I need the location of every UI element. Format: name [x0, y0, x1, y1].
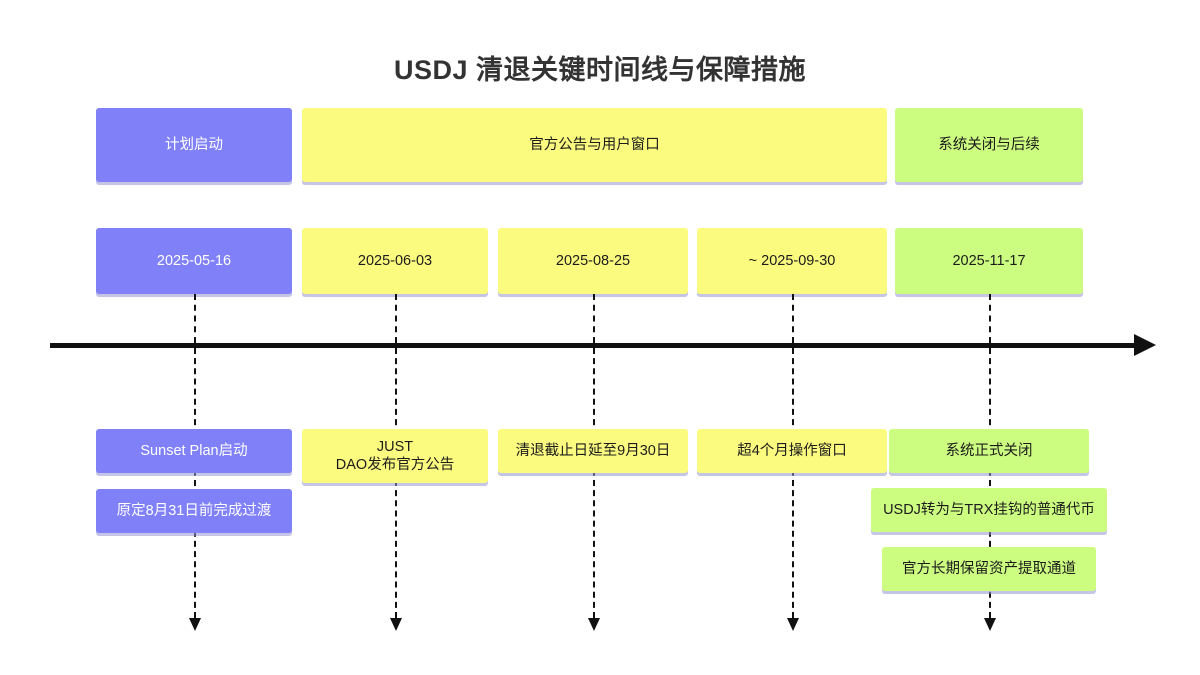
event-box-usdj-to-trx: USDJ转为与TRX挂钩的普通代币 — [871, 488, 1107, 532]
date-box-2025-11-17: 2025-11-17 — [895, 228, 1083, 294]
event-box-sunset-plan: Sunset Plan启动 — [96, 429, 292, 473]
connector-upper-2 — [395, 294, 397, 343]
connector-lower-1 — [194, 348, 196, 618]
page-title: USDJ 清退关键时间线与保障措施 — [393, 55, 807, 85]
connector-arrow-3 — [588, 618, 600, 631]
date-box-2025-06-03: 2025-06-03 — [302, 228, 488, 294]
connector-arrow-1 — [189, 618, 201, 631]
event-box-withdrawal-channel: 官方长期保留资产提取通道 — [882, 547, 1096, 591]
connector-arrow-4 — [787, 618, 799, 631]
date-box-2025-08-25: 2025-08-25 — [498, 228, 688, 294]
connector-lower-3 — [593, 348, 595, 618]
connector-arrow-5 — [984, 618, 996, 631]
event-box-deadline-extended: 清退截止日延至9月30日 — [498, 429, 688, 473]
connector-lower-2 — [395, 348, 397, 618]
phase-band-announcement: 官方公告与用户窗口 — [302, 108, 887, 182]
phase-band-planning: 计划启动 — [96, 108, 292, 182]
connector-upper-5 — [989, 294, 991, 343]
event-box-operation-window: 超4个月操作窗口 — [697, 429, 887, 473]
connector-upper-4 — [792, 294, 794, 343]
connector-upper-1 — [194, 294, 196, 343]
event-box-original-deadline: 原定8月31日前完成过渡 — [96, 489, 292, 533]
date-box-2025-05-16: 2025-05-16 — [96, 228, 292, 294]
date-box-2025-09-30: ~ 2025-09-30 — [697, 228, 887, 294]
connector-lower-5 — [989, 348, 991, 618]
event-box-system-shutdown: 系统正式关闭 — [889, 429, 1089, 473]
connector-arrow-2 — [390, 618, 402, 631]
connector-lower-4 — [792, 348, 794, 618]
timeline-axis-arrow-icon — [1134, 334, 1156, 356]
phase-band-shutdown: 系统关闭与后续 — [895, 108, 1083, 182]
timeline-axis — [50, 343, 1150, 348]
connector-upper-3 — [593, 294, 595, 343]
